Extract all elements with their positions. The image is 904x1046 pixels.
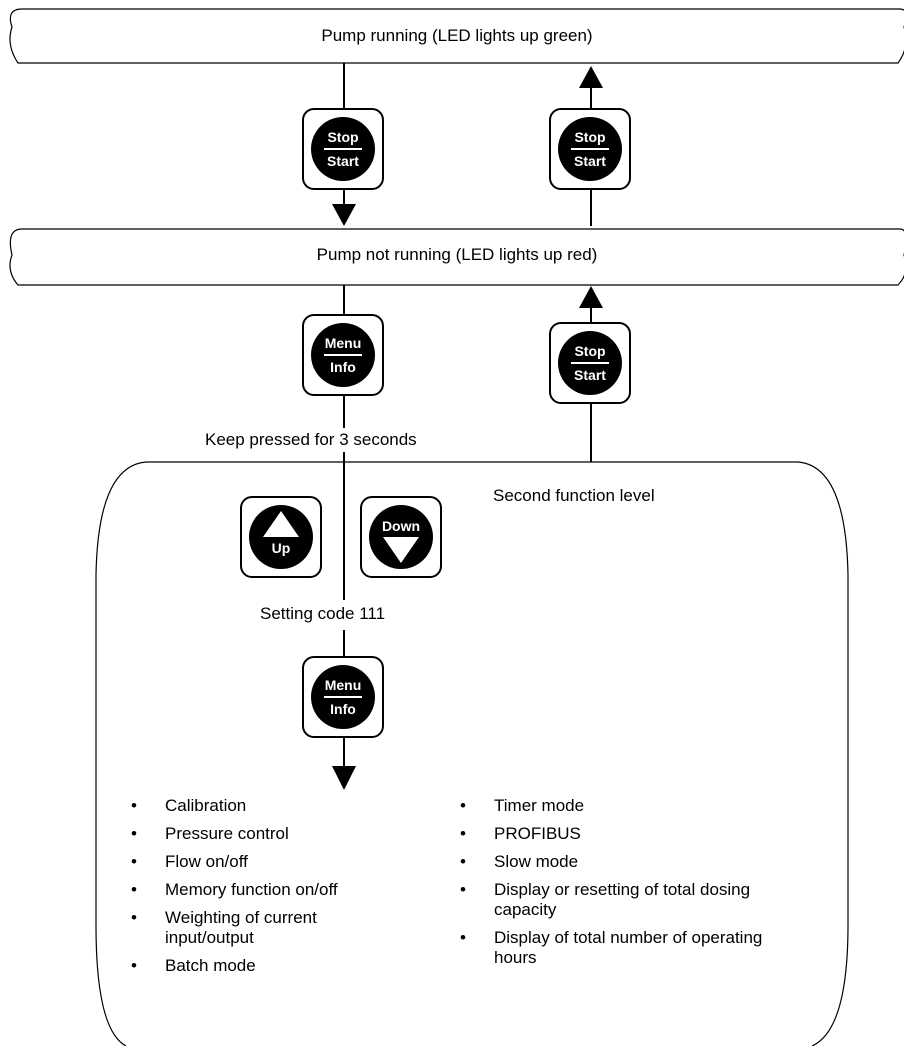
menu-info-key-face: Menu Info — [311, 323, 375, 387]
up-key[interactable]: Up — [240, 496, 322, 578]
info-label: Info — [330, 359, 356, 375]
arrow-up-2 — [579, 286, 603, 308]
list-item: •Display of total number of operating ho… — [460, 928, 763, 967]
stop-label: Stop — [574, 129, 606, 145]
not-running-state-label: Pump not running (LED lights up red) — [316, 245, 598, 264]
function-list-right: •Timer mode •PROFIBUS •Slow mode •Displa… — [460, 796, 780, 976]
stop-start-key[interactable]: Stop Start — [302, 108, 384, 190]
list-item: •Batch mode — [131, 956, 256, 975]
menu-info-key[interactable]: Menu Info — [302, 314, 384, 396]
list-item: •Flow on/off — [131, 852, 248, 871]
list-item: •Timer mode — [460, 796, 585, 815]
triangle-down-icon — [383, 537, 419, 563]
list-item: •Display or resetting of total dosing ca… — [460, 880, 751, 919]
list-item: •Weighting of current input/output — [131, 908, 317, 947]
list-item: •PROFIBUS — [460, 824, 581, 843]
not-running-state-box — [9, 228, 904, 286]
down-key-face: Down — [369, 505, 433, 569]
stop-start-key-face: Stop Start — [558, 117, 622, 181]
down-key[interactable]: Down — [360, 496, 442, 578]
arrow-down-2 — [332, 766, 356, 790]
keep-pressed-label: Keep pressed for 3 seconds — [205, 430, 417, 449]
function-list-left: •Calibration •Pressure control •Flow on/… — [131, 796, 401, 984]
info-label: Info — [330, 701, 356, 717]
running-state-box — [9, 8, 904, 64]
menu-label: Menu — [324, 677, 362, 693]
running-state-label: Pump running (LED lights up green) — [321, 26, 593, 45]
list-item: •Slow mode — [460, 852, 579, 871]
start-label: Start — [574, 367, 606, 383]
up-label: Up — [271, 540, 291, 556]
setting-code-label: Setting code 111 — [260, 604, 386, 623]
list-item: •Calibration — [131, 796, 247, 815]
triangle-up-icon — [263, 511, 299, 537]
up-key-face: Up — [249, 505, 313, 569]
list-item: •Memory function on/off — [131, 880, 338, 899]
arrow-up-1 — [579, 66, 603, 88]
second-function-level-label: Second function level — [493, 486, 655, 505]
menu-label: Menu — [324, 335, 362, 351]
down-label: Down — [381, 518, 421, 534]
stop-start-key-face: Stop Start — [311, 117, 375, 181]
stop-label: Stop — [574, 343, 606, 359]
start-label: Start — [327, 153, 359, 169]
second-function-level-box — [95, 461, 849, 1046]
stop-start-key[interactable]: Stop Start — [549, 108, 631, 190]
menu-info-key[interactable]: Menu Info — [302, 656, 384, 738]
menu-info-key-face: Menu Info — [311, 665, 375, 729]
list-item: •Pressure control — [131, 824, 289, 843]
start-label: Start — [574, 153, 606, 169]
stop-start-key[interactable]: Stop Start — [549, 322, 631, 404]
arrow-down-1 — [332, 204, 356, 226]
stop-start-key-face: Stop Start — [558, 331, 622, 395]
stop-label: Stop — [327, 129, 359, 145]
